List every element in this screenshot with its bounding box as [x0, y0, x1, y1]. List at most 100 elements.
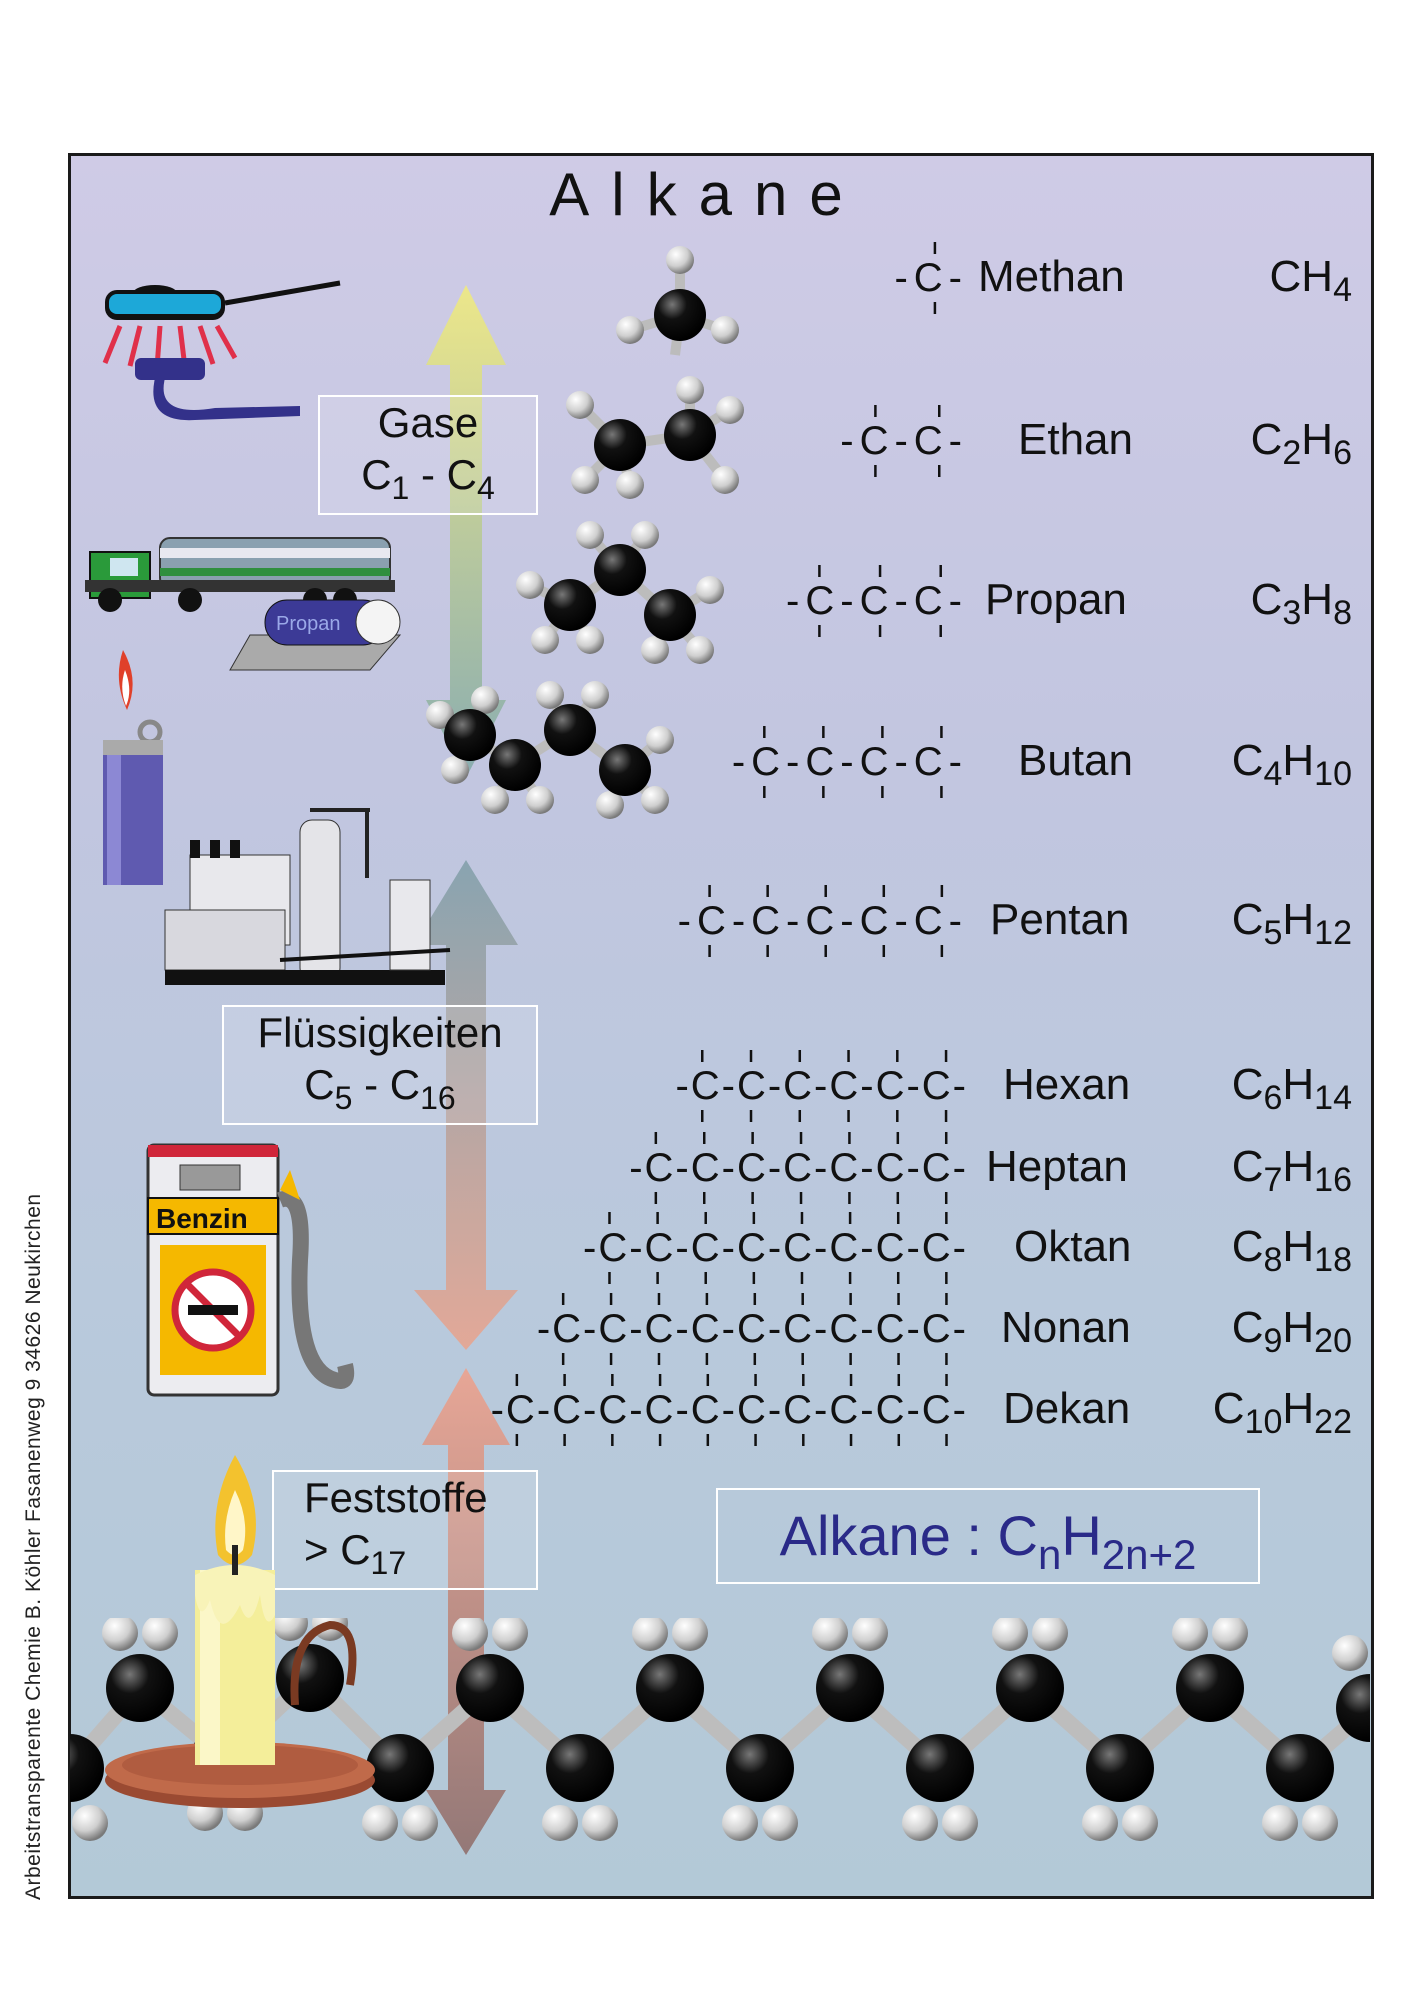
hydrogen-atom — [672, 1618, 708, 1651]
hydrogen-atom — [441, 756, 469, 784]
hydrogen-atom — [102, 1618, 138, 1651]
hydrogen-atom — [631, 521, 659, 549]
pump-label: Benzin — [156, 1203, 248, 1234]
carbon-atom — [489, 739, 541, 791]
molecular-formula: C4H10 — [1231, 736, 1352, 793]
alkane-name: Nonan — [1001, 1303, 1131, 1352]
structural-formula: -C-C-C-C-C- — [677, 899, 968, 943]
hydrogen-atom — [812, 1618, 848, 1651]
alkane-name: Hexan — [1003, 1060, 1131, 1109]
hydrogen-atom — [1332, 1635, 1368, 1671]
hydrogen-atom — [646, 726, 674, 754]
hydrogen-atom — [426, 701, 454, 729]
hydrogen-atom — [711, 466, 739, 494]
hydrogen-atom — [516, 571, 544, 599]
structural-formula: -C-C- — [840, 419, 968, 463]
hydrogen-atom — [402, 1805, 438, 1841]
molecular-formula: C8H18 — [1231, 1222, 1352, 1279]
molecular-formula: C5H12 — [1231, 895, 1352, 952]
carbon-atom — [1176, 1654, 1244, 1722]
alkane-row: -C-C-C- Propan C3H8 — [0, 565, 1414, 637]
hydrogen-atom — [632, 1618, 668, 1651]
carbon-atom — [594, 419, 646, 471]
hydrogen-atom — [641, 786, 669, 814]
bond-ticks — [708, 885, 944, 957]
carbon-atom — [1266, 1734, 1334, 1802]
hydrogen-atom — [716, 396, 744, 424]
hydrogen-atom — [526, 786, 554, 814]
bond-ticks — [515, 1374, 948, 1446]
carbon-atom — [444, 709, 496, 761]
carbon-atom — [906, 1734, 974, 1802]
structural-formula: -C-C-C-C-C-C-C- — [629, 1146, 968, 1190]
credit-line: Arbeitstransparente Chemie B. Köhler Fas… — [22, 1193, 45, 1900]
molecular-formula: CH4 — [1269, 252, 1352, 309]
structural-formula: -C-C-C-C- — [731, 740, 968, 784]
hydrogen-atom — [676, 376, 704, 404]
bond-ticks — [763, 726, 943, 798]
hydrogen-atom — [272, 1618, 308, 1641]
structural-formula: -C-C-C-C-C-C-C-C-C-C- — [490, 1388, 968, 1432]
structural-formula: -C-C-C- — [786, 579, 968, 623]
hydrogen-atom — [641, 636, 669, 664]
solid-phase-range: > C17 — [304, 1526, 407, 1581]
carbon-atom — [546, 1734, 614, 1802]
bond-ticks — [561, 1293, 948, 1365]
carbon-atom — [664, 409, 716, 461]
hydrogen-atom — [1262, 1805, 1298, 1841]
bond-ticks — [654, 1132, 948, 1204]
hydrogen-atom — [72, 1805, 108, 1841]
carbon-atom — [544, 704, 596, 756]
carbon-atom — [456, 1654, 524, 1722]
hydrogen-atom — [616, 316, 644, 344]
molecular-formula: C2H6 — [1250, 415, 1352, 472]
hydrogen-atom — [1172, 1618, 1208, 1651]
liquid-phase-range: C5 - C16 — [304, 1061, 456, 1116]
carbon-atom — [636, 1654, 704, 1722]
liquid-arrow — [414, 860, 518, 1350]
solid-arrow — [422, 1368, 510, 1855]
hydrogen-atom — [142, 1618, 178, 1651]
lighter-illustration — [103, 650, 163, 885]
carbon-atom — [366, 1734, 434, 1802]
structural-formula: -C-C-C-C-C-C-C-C- — [583, 1226, 968, 1270]
gas-phase-box: Gase C1 - C4 — [318, 395, 538, 515]
carbon-atom — [1336, 1674, 1370, 1742]
transparency-frame — [68, 153, 1374, 1899]
carbon-atom — [599, 744, 651, 796]
general-formula-box: Alkane : CnH2n+2 — [716, 1488, 1260, 1584]
bond-ticks — [818, 565, 942, 637]
gas-stove-illustration — [102, 280, 341, 421]
alkane-name: Propan — [985, 575, 1127, 624]
liquid-phase-label: Flüssigkeiten — [257, 1009, 503, 1056]
carbon-atom — [106, 1654, 174, 1722]
bond-ticks — [874, 405, 941, 477]
carbon-atom — [816, 1654, 884, 1722]
gas-arrow — [426, 285, 506, 778]
alkane-name: Methan — [978, 252, 1125, 301]
hydrogen-atom — [576, 626, 604, 654]
carbon-atom — [726, 1734, 794, 1802]
hydrogen-atom — [852, 1618, 888, 1651]
molecular-formula: C3H8 — [1250, 575, 1352, 632]
hydrogen-atom — [722, 1805, 758, 1841]
page-title: Alkane — [549, 161, 865, 228]
hydrogen-atom — [1032, 1618, 1068, 1651]
hydrogen-atom — [571, 466, 599, 494]
molecule-models — [426, 246, 744, 819]
liquid-phase-box: Flüssigkeiten C5 - C16 — [222, 1005, 538, 1125]
hydrogen-atom — [536, 681, 564, 709]
hydrogen-atom — [581, 681, 609, 709]
alkane-row: -C-C-C-C-C-C-C-C- Oktan C8H18 — [0, 1212, 1414, 1284]
gas-phase-label: Gase — [377, 399, 479, 446]
solid-phase-box: Feststoffe > C17 — [272, 1470, 538, 1590]
tanker-truck-illustration: Propan — [85, 537, 402, 671]
alkane-name: Oktan — [1014, 1222, 1132, 1271]
hydrogen-atom — [542, 1805, 578, 1841]
